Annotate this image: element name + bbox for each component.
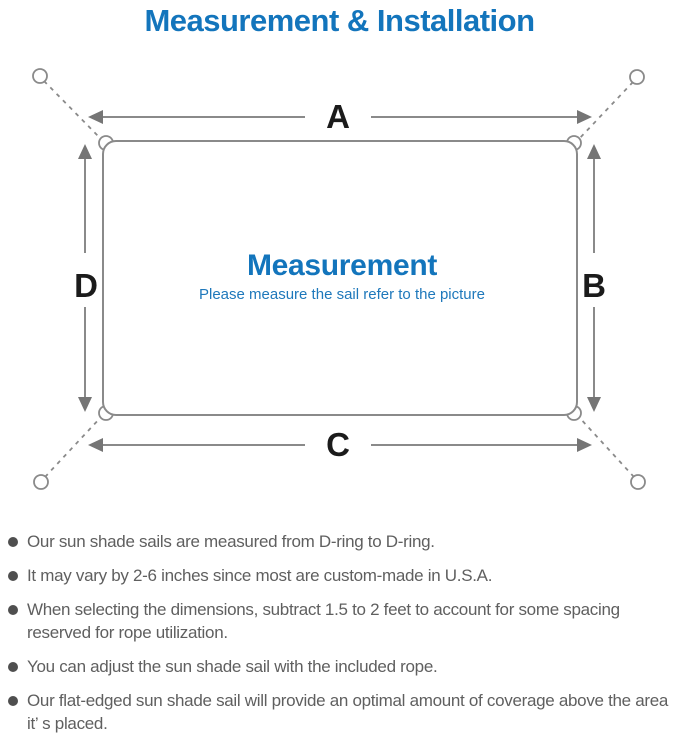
notes-list: Our sun shade sails are measured from D-… [8, 522, 674, 739]
sail-rectangle [102, 140, 578, 416]
dimension-arrow-d [78, 144, 92, 412]
arrowhead-up-icon [587, 144, 601, 159]
dimension-arrow-a [88, 110, 592, 124]
bullet-icon [8, 662, 18, 672]
arrowhead-down-icon [78, 397, 92, 412]
rope-dashed-line-top-right [577, 81, 634, 141]
list-item: Our flat-edged sun shade sail will provi… [8, 689, 674, 735]
arrowhead-left-icon [88, 438, 103, 452]
arrowhead-left-icon [88, 110, 103, 124]
list-item: When selecting the dimensions, subtract … [8, 598, 674, 644]
rope-dashed-line-top-left [43, 80, 103, 141]
arrowhead-up-icon [78, 144, 92, 159]
dimension-arrow-c [88, 438, 592, 452]
anchor-ring-icon-bottom-right [630, 474, 646, 490]
note-text: You can adjust the sun shade sail with t… [27, 657, 438, 676]
arrowhead-right-icon [577, 110, 592, 124]
note-text: It may vary by 2-6 inches since most are… [27, 566, 493, 585]
anchor-ring-icon-bottom-left [33, 474, 49, 490]
dimension-label-b: B [582, 267, 606, 304]
page-title: Measurement & Installation [144, 3, 535, 38]
anchor-ring-icon-top-right [629, 69, 645, 85]
list-item: You can adjust the sun shade sail with t… [8, 655, 674, 678]
note-text: Our sun shade sails are measured from D-… [27, 532, 435, 551]
dimension-label-c: C [326, 426, 350, 463]
arrowhead-down-icon [587, 397, 601, 412]
shade-sail-diagram: A B C D Measurement Please measure the s… [32, 68, 646, 490]
bullet-icon [8, 605, 18, 615]
dimension-label-a: A [326, 98, 350, 135]
bullet-icon [8, 571, 18, 581]
dimension-label-d: D [74, 267, 98, 304]
anchor-ring-icon-top-left [32, 68, 48, 84]
arrowhead-right-icon [577, 438, 592, 452]
list-item: It may vary by 2-6 inches since most are… [8, 564, 674, 587]
dimension-arrow-b [587, 144, 601, 412]
note-text: Our flat-edged sun shade sail will provi… [27, 691, 669, 733]
list-item: Our sun shade sails are measured from D-… [8, 530, 674, 553]
diagram-center-subtitle: Please measure the sail refer to the pic… [199, 286, 485, 303]
bullet-icon [8, 537, 18, 547]
bullet-icon [8, 696, 18, 706]
diagram-center-title: Measurement [247, 249, 437, 282]
note-text: When selecting the dimensions, subtract … [27, 600, 620, 642]
